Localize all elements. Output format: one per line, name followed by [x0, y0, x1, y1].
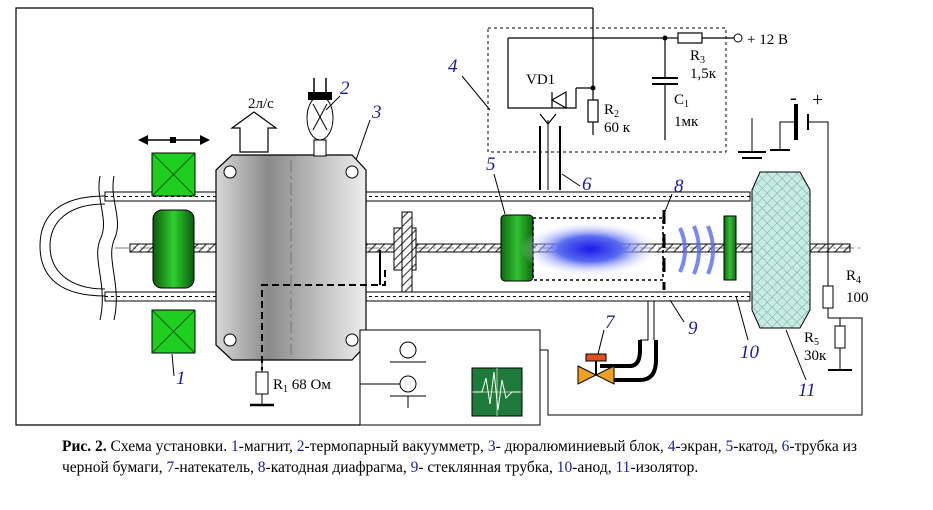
caption-item: 8-катодная диафрагма,: [257, 459, 411, 476]
leader-lines: [171, 75, 807, 381]
r5-value: 30к: [804, 348, 827, 364]
number-7: 7: [605, 312, 616, 333]
caption-item: 6-трубка из черной бумаги,: [62, 438, 857, 476]
detector-circuit: [507, 32, 734, 140]
number-3: 3: [371, 102, 382, 123]
paper-tube-leads: [539, 120, 561, 190]
mount-bracket: [379, 211, 417, 293]
aluminum-block: [215, 154, 367, 361]
frame-line: [15, 7, 593, 426]
thermocouple-gauge: [306, 78, 334, 157]
magnet: [138, 135, 210, 354]
tube-bend: [39, 175, 118, 321]
figure-caption: Рис. 2. Схема установки. 1-магнит, 2-тер…: [62, 436, 907, 478]
junction-dot: [590, 85, 596, 91]
supply-label: + 12 В: [747, 32, 788, 48]
pump-arrow: [230, 111, 278, 153]
figure-number: Рис. 2.: [62, 438, 107, 455]
caption-item: 2-термопарный вакуумметр,: [296, 438, 488, 455]
caption-item: 4-экран,: [667, 438, 726, 455]
figure-title: Схема установки.: [110, 438, 228, 455]
caption-item: 5-катод,: [725, 438, 782, 455]
battery: [738, 104, 829, 286]
caption-item: 1-магнит,: [230, 438, 297, 455]
r4-value: 100: [846, 290, 869, 306]
diode-label: VD1: [526, 72, 555, 88]
insulator: [751, 171, 811, 329]
number-10: 10: [740, 342, 760, 363]
number-11: 11: [798, 380, 816, 401]
r4-label: R4: [846, 268, 861, 286]
resistor-r1: [250, 360, 274, 407]
glow-rings: [678, 225, 715, 275]
number-6: 6: [582, 174, 592, 195]
oscilloscope-inputs: [359, 341, 426, 425]
flow-rate-label: 2л/с: [248, 96, 274, 112]
r1-label: R1 68 Ом: [273, 377, 331, 395]
c1-value: 1мк: [674, 114, 699, 130]
caption-item: 9- стеклянная трубка,: [410, 459, 557, 476]
number-2: 2: [340, 78, 350, 99]
r2-label: R2: [604, 102, 619, 120]
battery-minus: -: [790, 87, 797, 109]
waveform: [472, 368, 522, 416]
r5-label: R5: [804, 330, 819, 348]
c1-label: C1: [674, 92, 689, 110]
supply-terminal: [733, 33, 743, 43]
anode: [723, 215, 737, 281]
screen-box: [487, 27, 727, 153]
caption-item: 7-натекатель,: [166, 459, 258, 476]
number-8: 8: [674, 176, 684, 197]
cathode-wire: [261, 270, 386, 370]
caption-item: 10-анод,: [556, 459, 616, 476]
number-9: 9: [688, 318, 698, 339]
plasma-glow: [520, 221, 660, 277]
r3-label: R3: [690, 48, 705, 66]
number-4: 4: [448, 56, 458, 77]
battery-plus: +: [812, 89, 823, 111]
caption-item: 3- дюралюминиевый блок,: [487, 438, 668, 455]
number-5: 5: [486, 154, 496, 175]
glass-tube: [600, 301, 658, 382]
r2-value: 60 к: [604, 120, 631, 136]
leak-valve: [577, 353, 615, 385]
caption-item: 11-изолятор.: [615, 459, 699, 476]
number-1: 1: [176, 368, 186, 389]
junction-dot: [662, 35, 668, 41]
r3-value: 1,5к: [690, 66, 717, 82]
